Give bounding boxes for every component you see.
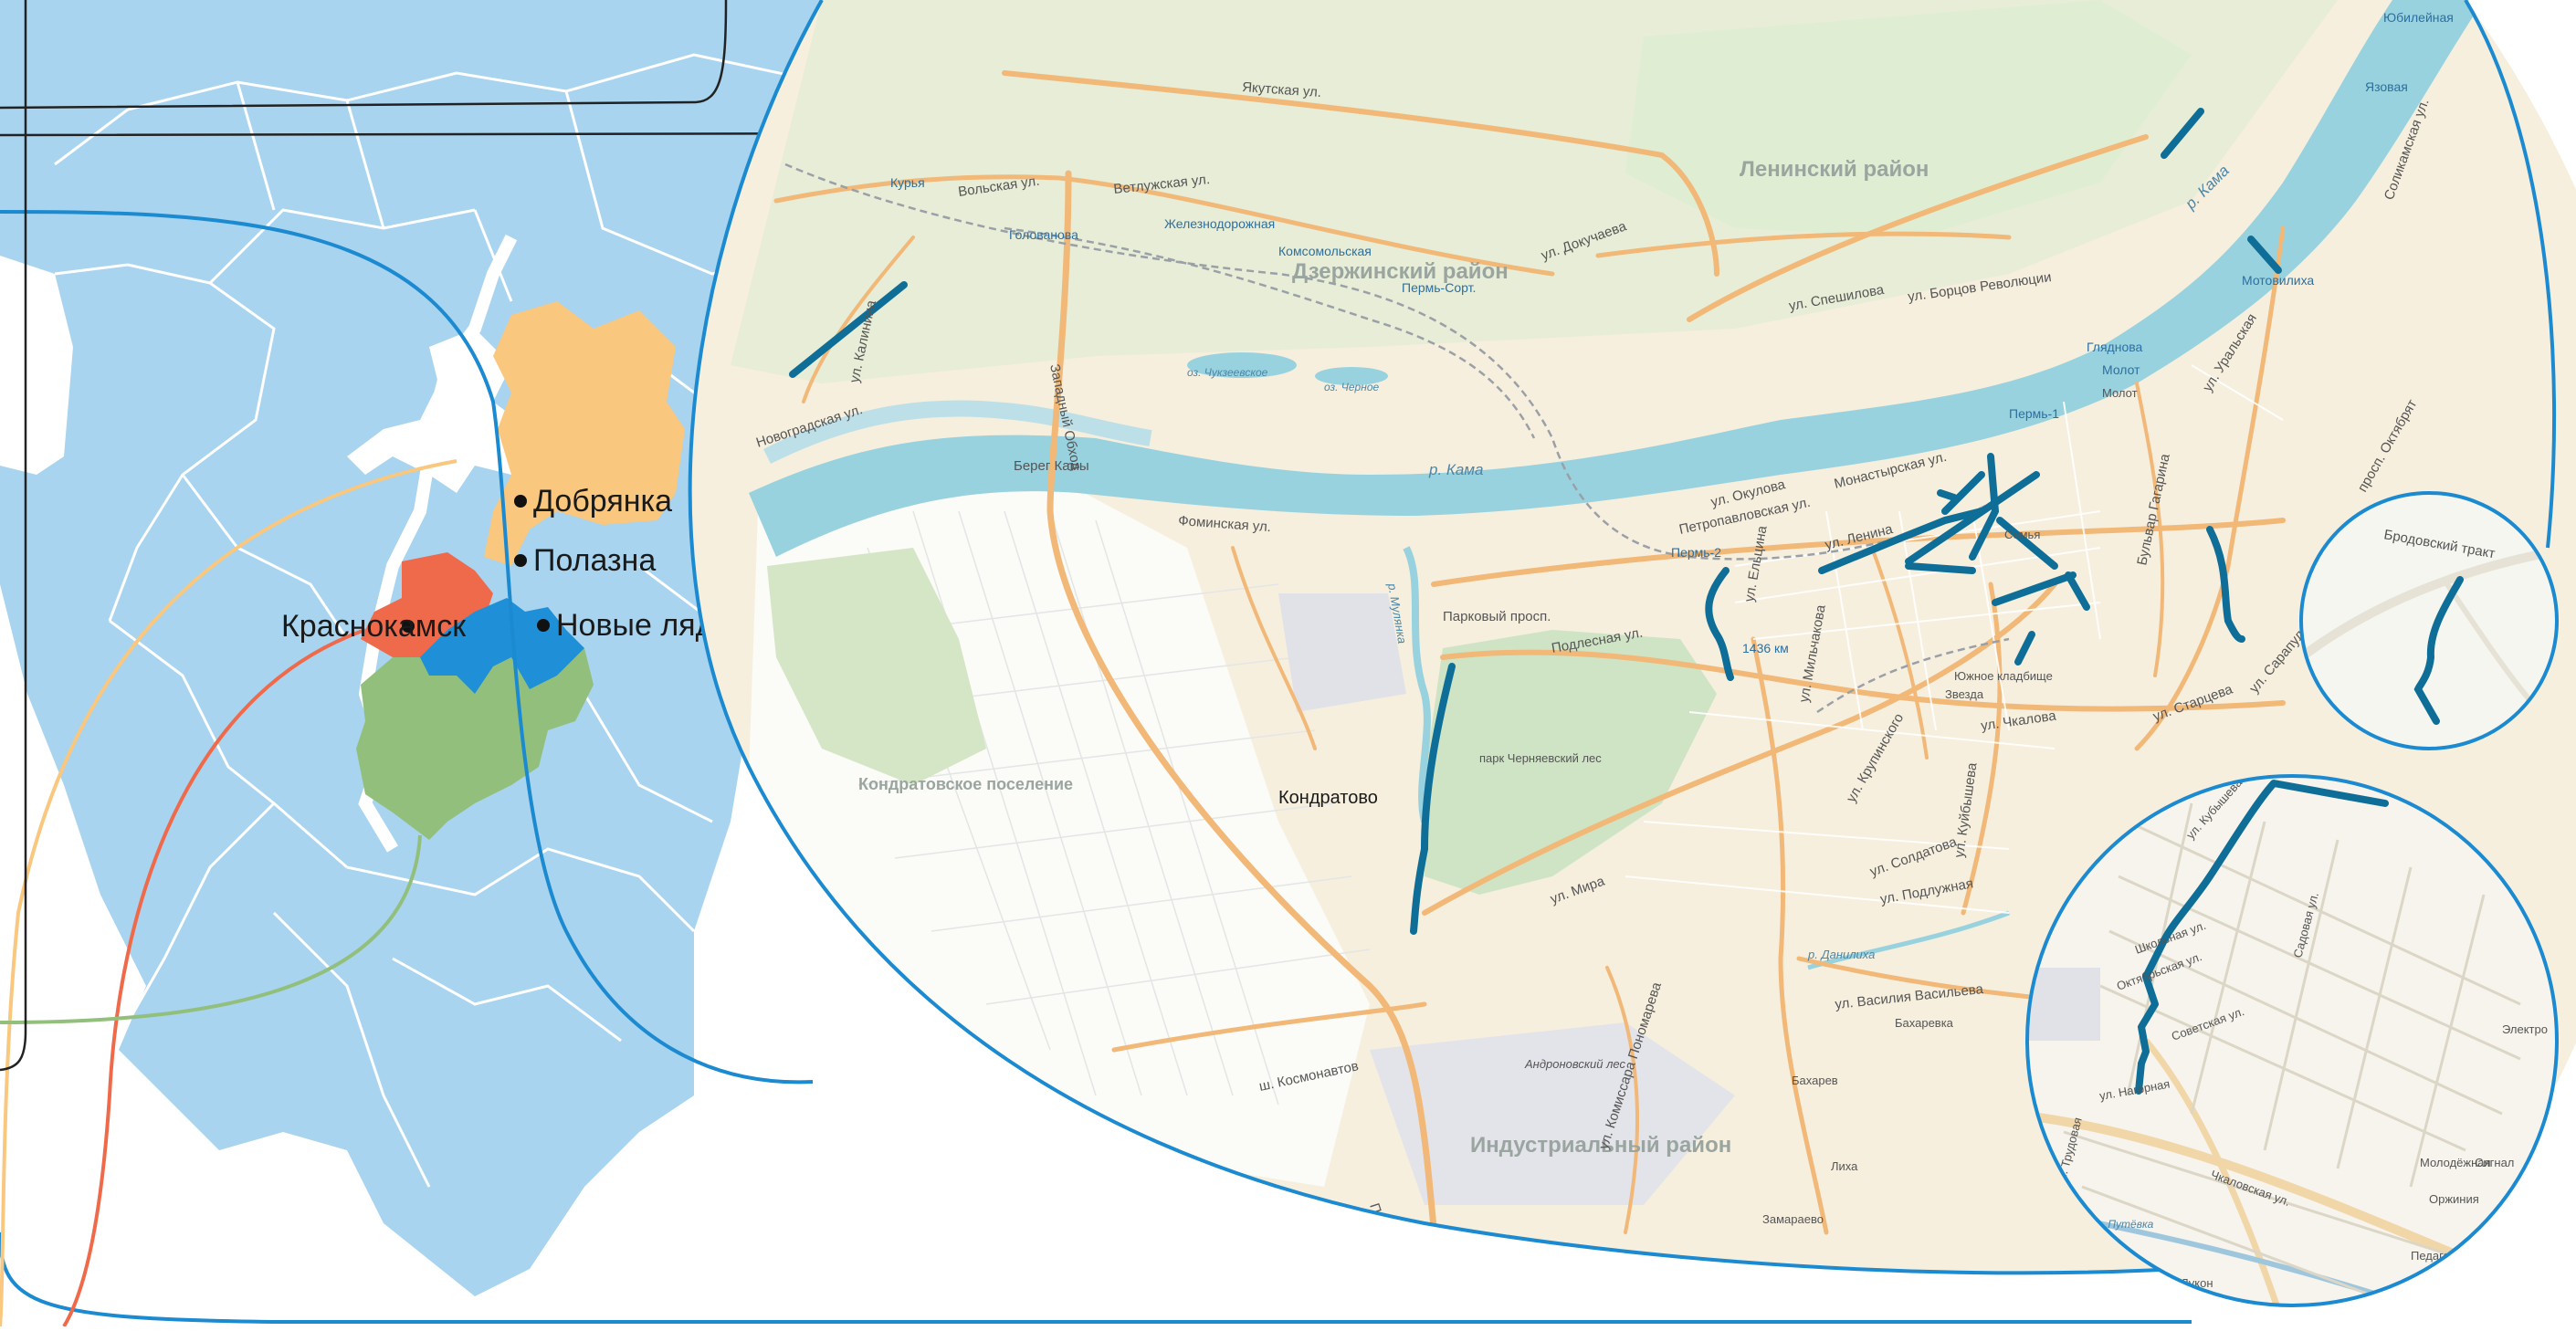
station-label-perm-2[interactable]: Пермь-2 bbox=[1671, 545, 1721, 560]
water-label-chernoe: оз. Черное bbox=[1324, 381, 1379, 393]
park-label-chernyaevsky: парк Черняевский лес bbox=[1479, 751, 1602, 765]
inset-2-label-11: Электро bbox=[2502, 1022, 2548, 1036]
place-label-semya: Семья bbox=[2004, 528, 2040, 541]
inset-2-label-8: Сигнал bbox=[2475, 1156, 2514, 1169]
place-label-zamaraevo: Замараево bbox=[1762, 1212, 1824, 1226]
callout-perm bbox=[0, 834, 422, 1024]
station-label-yubileynaya[interactable]: Юбилейная bbox=[2383, 10, 2454, 25]
station-label-golovanova[interactable]: Голованова bbox=[1009, 227, 1078, 242]
station-label-1436km[interactable]: 1436 км bbox=[1742, 641, 1789, 655]
highlighted-roads bbox=[789, 108, 2282, 935]
city-label-krasnokamsk: Краснокамск bbox=[281, 609, 467, 644]
district-label-kondratovskoe: Кондратовское поселение bbox=[858, 775, 1073, 793]
water-label-chukzeevskoe: оз. Чукзеевское bbox=[1187, 366, 1268, 379]
place-label-kondratovo: Кондратово bbox=[1278, 788, 1378, 808]
station-label-kurya[interactable]: Курья bbox=[890, 175, 925, 190]
station-label-perm-1[interactable]: Пермь-1 bbox=[2009, 406, 2059, 421]
station-label-komsomolskaya[interactable]: Комсомольская bbox=[1278, 244, 1372, 258]
industrial-south bbox=[1370, 1022, 1735, 1205]
city-marker-polazna[interactable]: Полазна bbox=[514, 543, 656, 578]
place-label-bakharevka: Бахаревка bbox=[1895, 1016, 1954, 1030]
street-label-0: Якутская ул. bbox=[1242, 79, 1322, 100]
chernyaevsky-park bbox=[1425, 630, 1717, 895]
station-label-molot[interactable]: Молот bbox=[2102, 362, 2140, 377]
inset-2-label-9: Оржиния bbox=[2429, 1192, 2479, 1206]
district-label-dzerzhinsky: Дзержинский район bbox=[1292, 259, 1509, 284]
place-label-zvezda: Звезда bbox=[1945, 687, 1984, 701]
water-label-kama-1: р. Кама bbox=[1428, 461, 1483, 478]
place-label-yuzhnoe-kladbishche: Южное кладбище bbox=[1954, 669, 2053, 683]
water-label-danilikha: р. Данилиха bbox=[1807, 948, 1875, 961]
inset-detail[interactable]: ул. Кубышева Советская ул. Октябрьская у… bbox=[2009, 767, 2575, 1326]
station-label-glyadnova[interactable]: Гляднова bbox=[2087, 340, 2143, 354]
inset-2-outline bbox=[2025, 774, 2559, 1307]
kondratovo-forest bbox=[767, 548, 986, 785]
city-label-dobryanka: Добрянка bbox=[533, 484, 672, 519]
city-map-circle-outline bbox=[688, 0, 2466, 1275]
inset-1-highlight bbox=[2413, 576, 2464, 725]
station-label-perm-sort[interactable]: Пермь-Сорт. bbox=[1402, 280, 1476, 295]
kama-river bbox=[749, 0, 2484, 557]
inset-1-outline bbox=[2299, 491, 2559, 750]
region-overview: Добрянка Полазна Краснокамск Новые ляды bbox=[0, 0, 2192, 1328]
stations: Пермь-1 Пермь-2 Пермь-Сорт. Курья Комсом… bbox=[890, 10, 2454, 655]
station-label-yazovaya[interactable]: Язовая bbox=[2365, 79, 2408, 94]
region-left-notch bbox=[0, 256, 73, 475]
callout-dobryanka bbox=[0, 459, 457, 1327]
krasnokamsk-district bbox=[361, 552, 493, 657]
mulyanka-river bbox=[1403, 546, 1431, 823]
place-label-bakharev: Бахарев bbox=[1792, 1074, 1838, 1087]
railways bbox=[784, 162, 2010, 714]
inset-brodovsky[interactable]: Бродовский тракт bbox=[2283, 475, 2575, 767]
park-label-andronovsky: Андроновский лес bbox=[1524, 1057, 1625, 1071]
station-label-motovilikha[interactable]: Мотовилиха bbox=[2242, 273, 2314, 288]
perm-district bbox=[356, 639, 594, 840]
lake-chukzeevskoe bbox=[1187, 352, 1297, 378]
callout-black-left bbox=[0, 0, 27, 1072]
industrial-center bbox=[1278, 593, 1406, 712]
street-label-20: Парковый просп. bbox=[1443, 609, 1551, 624]
inset-2-label-7: Молодёжная bbox=[2420, 1156, 2491, 1169]
inset-2-label-12: р. Путёвка bbox=[2095, 1218, 2154, 1231]
place-label-molot: Молот bbox=[2102, 386, 2138, 400]
kama-bank bbox=[762, 400, 1152, 465]
dobryanka-district bbox=[484, 301, 685, 566]
lenin-forest bbox=[1625, 0, 2192, 237]
district-label-industrialny: Индустриальный район bbox=[1470, 1133, 1731, 1158]
callout-ring-left bbox=[0, 210, 814, 1085]
city-marker-krasnokamsk[interactable]: Краснокамск bbox=[281, 609, 467, 644]
district-label-leninsky: Ленинский район bbox=[1740, 157, 1929, 182]
station-label-zheleznodorozhnaya[interactable]: Железнодорожная bbox=[1164, 216, 1275, 231]
street-label-32: Берег Камы bbox=[1014, 458, 1089, 474]
inset-2-highlight bbox=[2135, 780, 2389, 1095]
city-label-polazna: Полазна bbox=[533, 543, 656, 578]
city-map-circle-right bbox=[2464, 0, 2557, 549]
danilikha-river bbox=[1807, 910, 2010, 970]
place-label-likha: Лиха bbox=[1831, 1159, 1858, 1173]
callout-black-top bbox=[0, 0, 728, 110]
lake-chernoe bbox=[1315, 367, 1388, 385]
city-marker-dobryanka[interactable]: Добрянка bbox=[514, 484, 672, 519]
region-borders bbox=[54, 53, 823, 1188]
roads bbox=[773, 70, 2286, 1273]
